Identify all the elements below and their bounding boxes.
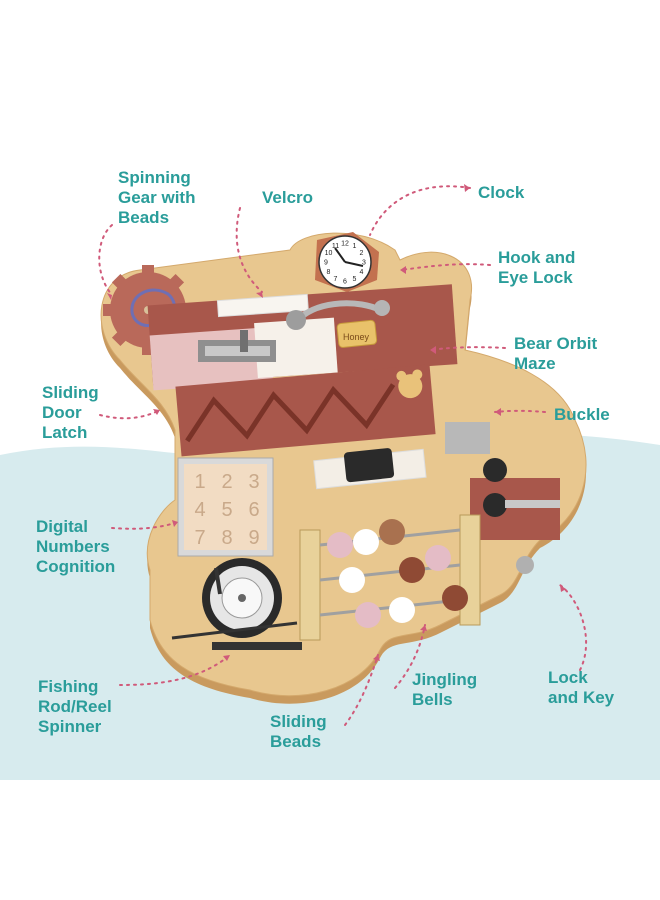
- clock-number: 6: [343, 279, 347, 286]
- clock-number: 4: [360, 269, 364, 276]
- label-sliding-door-latch: Sliding Door Latch: [42, 383, 99, 442]
- leader-lines: [98, 185, 588, 726]
- number-tile: 9: [248, 527, 259, 549]
- clock-number: 1: [353, 243, 357, 250]
- clock-number: 5: [353, 276, 357, 283]
- label-bear-orbit-maze: Bear Orbit Maze: [514, 334, 598, 373]
- reel-spinner: [171, 558, 302, 650]
- honey-tag: [336, 319, 378, 348]
- label-spinning-gear: Spinning Gear with Beads: [118, 168, 196, 227]
- number-tile: 6: [248, 499, 259, 521]
- label-sliding-beads: Sliding Beads: [270, 712, 327, 751]
- lock-and-key: [445, 422, 560, 574]
- sliding-beads: [299, 514, 481, 641]
- number-tile: 3: [248, 471, 259, 493]
- label-velcro: Velcro: [262, 188, 314, 207]
- clock-number: 10: [325, 250, 333, 257]
- door-latch: [198, 330, 276, 362]
- clock-number: 2: [360, 250, 364, 257]
- maze-panel: [175, 364, 436, 457]
- clock-number: 3: [362, 260, 366, 267]
- label-lock-and-key: Lock and Key: [548, 668, 615, 707]
- clock-number: 7: [334, 276, 338, 283]
- clock-number: 9: [324, 260, 328, 267]
- svg-text:Honey: Honey: [343, 332, 370, 342]
- clock-number: 12: [341, 241, 349, 248]
- hook-eye-lock: [286, 300, 390, 330]
- label-buckle: Buckle: [554, 405, 610, 424]
- velcro-strip: [216, 293, 309, 318]
- number-tile: 5: [221, 499, 232, 521]
- label-jingling-bells: Jingling Bells: [412, 670, 478, 709]
- honey-tag-text: Honey: [343, 332, 370, 342]
- clock-number: 11: [332, 243, 339, 250]
- number-tile: 4: [194, 499, 205, 521]
- label-hook-eye-lock: Hook and Eye Lock: [498, 248, 576, 287]
- label-digital-numbers: Digital Numbers Cognition: [36, 517, 116, 576]
- number-tile: 1: [194, 471, 205, 493]
- buckle: [313, 448, 427, 490]
- clock-number: 8: [327, 269, 331, 276]
- number-tile: 2: [221, 471, 232, 493]
- number-tile: 8: [221, 527, 232, 549]
- label-clock: Clock: [478, 183, 525, 202]
- number-tile: 7: [194, 527, 205, 549]
- label-fishing-rod: Fishing Rod/Reel Spinner: [38, 677, 112, 736]
